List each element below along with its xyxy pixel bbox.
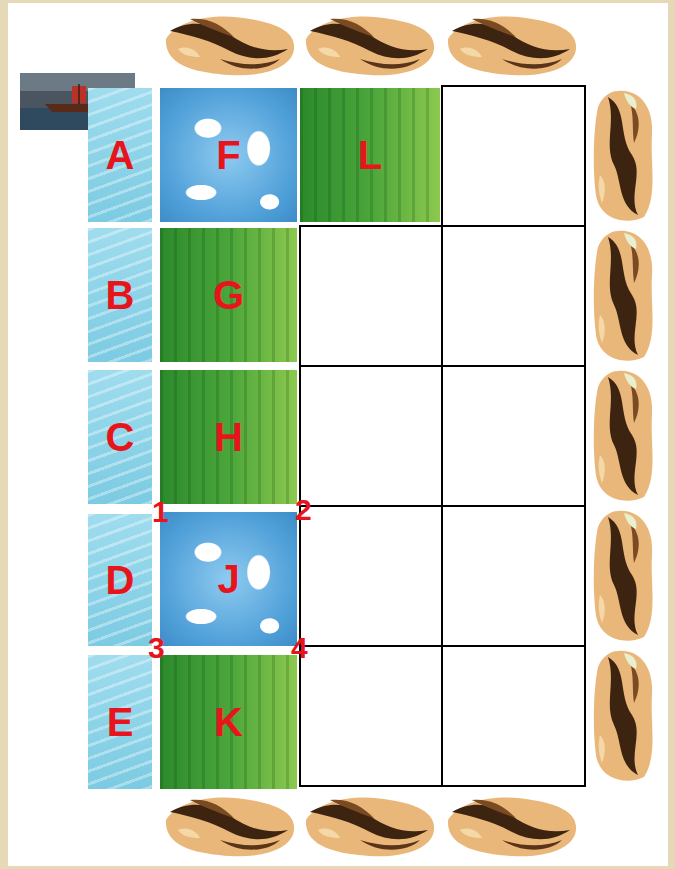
mountain-tile: [594, 371, 653, 501]
callout-number: 2: [295, 495, 312, 525]
map-tile: D: [88, 514, 152, 646]
mountain-tile: [448, 16, 576, 75]
tile-letter: C: [106, 417, 135, 457]
map-tile: L: [300, 88, 440, 222]
mountain-tile: [594, 231, 653, 361]
tile-letter: K: [214, 702, 243, 742]
tile-letter: A: [106, 135, 135, 175]
mountain-tile: [448, 797, 576, 856]
tile-letter: F: [216, 135, 240, 175]
tile-letter: J: [217, 559, 239, 599]
map-tile: G: [160, 228, 297, 362]
tile-letter: D: [106, 560, 135, 600]
tile-letter: E: [107, 702, 134, 742]
map-tile: E: [88, 655, 152, 789]
tile-letter: B: [106, 275, 135, 315]
mountain-tile: [306, 16, 434, 75]
mountain-tile: [594, 511, 653, 641]
mountain-tile: [594, 91, 653, 221]
paper: [8, 3, 668, 866]
map-tile: F: [160, 88, 297, 222]
mountain-tile: [594, 651, 653, 781]
callout-number: 3: [148, 633, 165, 663]
map-tile: A: [88, 88, 152, 222]
empty-grid: [300, 86, 585, 786]
callout-number: 1: [152, 497, 169, 527]
mountain-tile: [166, 16, 294, 75]
callout-number: 4: [291, 633, 308, 663]
mountain-tile: [306, 797, 434, 856]
map-tile: C: [88, 370, 152, 504]
map-tile: H: [160, 370, 297, 504]
map-tile: K: [160, 655, 297, 789]
map-tile: B: [88, 228, 152, 362]
map-tile: J: [160, 512, 297, 646]
tile-letter: G: [213, 275, 244, 315]
mountain-tile: [166, 797, 294, 856]
tile-letter: H: [214, 417, 243, 457]
tile-letter: L: [358, 135, 382, 175]
